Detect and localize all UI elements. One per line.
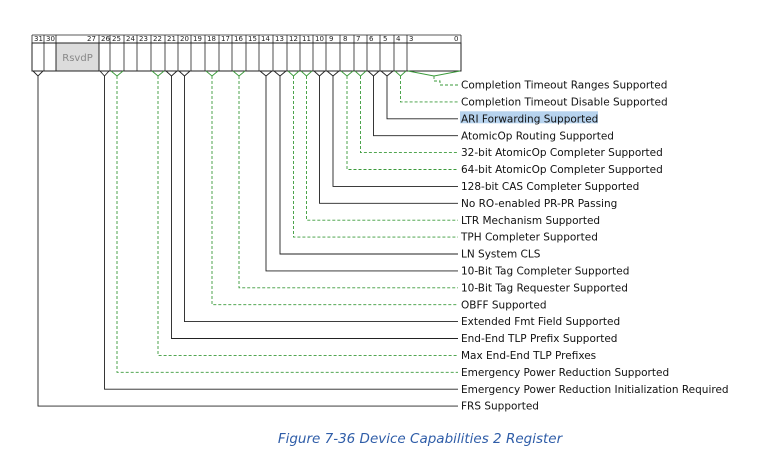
field-leader	[332, 76, 458, 187]
figure-caption: Figure 7-36 Device Capabilities 2 Regist…	[278, 431, 564, 447]
reserved-label: RsvdP	[62, 53, 92, 64]
field-leader	[116, 76, 458, 373]
field-chevron	[110, 70, 124, 77]
field-leader	[360, 76, 458, 154]
field-chevron	[232, 70, 246, 77]
field-chevron	[287, 70, 300, 77]
field-leader	[319, 76, 458, 204]
field-chevron	[32, 70, 44, 77]
field-label: 64-bit AtomicOp Completer Supported	[461, 164, 663, 176]
bit-number: 6	[369, 35, 374, 43]
bit-number: 9	[329, 35, 333, 43]
field-label: No RO-enabled PR-PR Passing	[461, 198, 617, 210]
field-label: TPH Completer Supported	[460, 232, 598, 244]
field-leader	[211, 76, 458, 306]
field-label: Emergency Power Reduction Initialization…	[461, 384, 729, 396]
label-highlight	[460, 111, 598, 124]
field-leader	[104, 76, 458, 390]
bit-number: 20	[180, 35, 189, 43]
bit-number: 7	[356, 35, 360, 43]
field-leader	[433, 76, 458, 86]
field-chevron	[394, 70, 407, 77]
field-chevron	[178, 70, 191, 77]
field-leader	[37, 76, 458, 407]
bit-number: 30	[46, 35, 55, 43]
field-label: AtomicOp Routing Supported	[461, 130, 614, 142]
field-leader	[265, 76, 458, 272]
bit-number: 19	[193, 35, 202, 43]
bit-number: 27	[87, 35, 96, 43]
field-chevron	[313, 70, 326, 77]
field-chevron	[340, 70, 354, 77]
bit-number: 26	[101, 35, 110, 43]
bit-number: 10	[315, 35, 324, 43]
field-label: Completion Timeout Ranges Supported	[461, 80, 667, 92]
field-chevron	[99, 70, 110, 77]
field-chevron	[354, 70, 367, 77]
bit-number: 8	[343, 35, 347, 43]
bit-number: 31	[34, 35, 43, 43]
bit-number: 18	[207, 35, 216, 43]
bit-number: 24	[126, 35, 135, 43]
field-leader	[157, 76, 458, 356]
bit-number: 5	[383, 35, 387, 43]
bit-number: 4	[396, 35, 401, 43]
field-chevron	[300, 70, 313, 77]
field-chevron	[259, 70, 273, 77]
bit-number: 15	[248, 35, 257, 43]
field-chevron	[273, 70, 287, 77]
bit-number: 12	[289, 35, 298, 43]
field-leader	[293, 76, 458, 238]
bit-number: 17	[221, 35, 230, 43]
field-leader	[279, 76, 458, 255]
field-leader	[373, 76, 458, 137]
field-leader	[400, 76, 458, 103]
bit-number: 16	[234, 35, 243, 43]
bit-number: 23	[139, 35, 148, 43]
field-label: ARI Forwarding Supported	[461, 113, 598, 125]
field-chevron	[407, 70, 461, 77]
bit-number: 14	[261, 35, 270, 43]
field-label: Extended Fmt Field Supported	[461, 316, 620, 328]
field-chevron	[165, 70, 178, 77]
field-leader	[238, 76, 458, 289]
field-label: OBFF Supported	[461, 299, 547, 311]
bit-number: 13	[275, 35, 284, 43]
field-leader	[386, 76, 458, 120]
bit-number: 11	[302, 35, 311, 43]
field-label: FRS Supported	[461, 401, 539, 413]
field-chevron	[380, 70, 394, 77]
field-label: 32-bit AtomicOp Completer Supported	[461, 147, 663, 159]
field-label: LN System CLS	[461, 249, 541, 261]
field-chevron	[205, 70, 219, 77]
field-chevron	[367, 70, 380, 77]
bit-number: 3	[409, 35, 413, 43]
bit-number: 0	[454, 35, 458, 43]
field-label: 10-Bit Tag Completer Supported	[461, 266, 629, 278]
field-chevron	[326, 70, 340, 77]
field-leader	[184, 76, 458, 323]
field-label: End-End TLP Prefix Supported	[461, 333, 617, 345]
field-label: Completion Timeout Disable Supported	[461, 97, 668, 109]
field-label: LTR Mechanism Supported	[461, 215, 600, 227]
field-label: 10-Bit Tag Requester Supported	[461, 282, 628, 294]
field-leader	[306, 76, 458, 221]
reserved-field	[55, 42, 100, 72]
field-leader	[346, 76, 458, 170]
field-leaders: Completion Timeout Ranges SupportedCompl…	[32, 70, 729, 413]
field-leader	[171, 76, 458, 339]
field-label: Max End-End TLP Prefixes	[461, 350, 596, 362]
bit-number: 22	[153, 35, 162, 43]
bit-number: 25	[112, 35, 121, 43]
bit-number: 21	[167, 35, 176, 43]
field-label: 128-bit CAS Completer Supported	[461, 181, 639, 193]
field-label: Emergency Power Reduction Supported	[461, 367, 669, 379]
field-chevron	[151, 70, 165, 77]
